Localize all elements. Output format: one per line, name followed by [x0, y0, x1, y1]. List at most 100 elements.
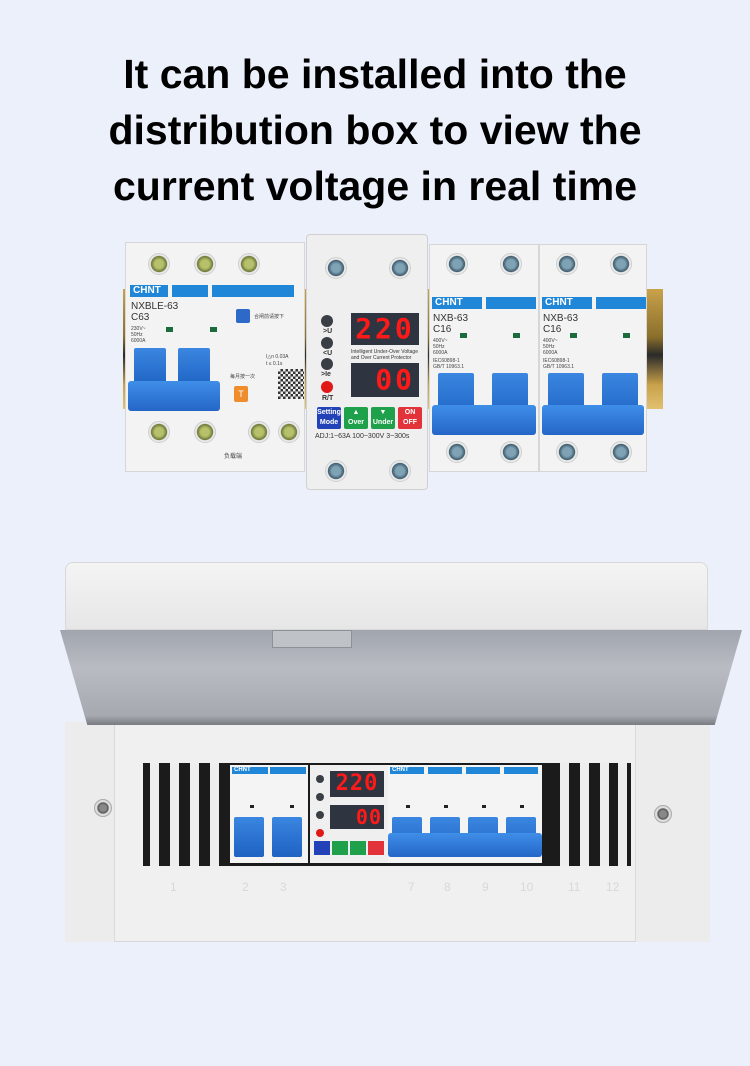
brand-label: CHNT: [390, 767, 424, 774]
installed-current-display: 00: [330, 805, 384, 829]
rcbo-breaker: CHNT NXBLE-63 C63 230V~ 50Hz 6000A 合闸前请按…: [125, 242, 305, 472]
spec-label: 400V~: [543, 338, 558, 344]
test-button[interactable]: T: [234, 386, 248, 402]
blank-cover-fin: [600, 763, 609, 866]
under-down-button[interactable]: [350, 841, 366, 855]
enclosure-side-right: [635, 722, 710, 942]
brand-stripe: [504, 767, 538, 774]
indicator-label: <U: [323, 350, 333, 357]
mounting-screw-icon: [654, 805, 672, 823]
enclosure-top: [65, 562, 708, 630]
position-number: 2: [242, 880, 249, 894]
terminal-screw-icon: [389, 460, 411, 482]
trip-time-label: t ≤ 0.1s: [266, 361, 283, 367]
terminal-screw-icon: [500, 253, 522, 275]
position-number: 10: [520, 880, 534, 894]
on-off-button[interactable]: [368, 841, 384, 855]
brand-label: CHNT: [130, 285, 168, 297]
over-up-button[interactable]: ▲ Over: [344, 407, 368, 429]
mounting-screw-icon: [94, 799, 112, 817]
position-number: 7: [408, 880, 415, 894]
indicator-icon: [316, 811, 324, 819]
terminal-screw-icon: [610, 441, 632, 463]
blank-cover-fin: [190, 763, 199, 866]
indicator-label: >U: [323, 328, 333, 335]
status-led: [406, 805, 410, 808]
model-label: NXBLE-63: [131, 301, 179, 312]
setting-mode-button[interactable]: [314, 841, 330, 855]
blank-cover-fin: [618, 763, 627, 866]
breaker-handle[interactable]: [128, 381, 220, 411]
breaker-handle[interactable]: [432, 405, 536, 435]
terminal-screw-icon: [556, 441, 578, 463]
terminal-screw-icon: [325, 257, 347, 279]
enclosure-side-left: [65, 722, 115, 942]
spec-label: 400V~: [433, 338, 448, 344]
brand-stripe: [466, 767, 500, 774]
status-led: [290, 805, 294, 808]
installed-rcbo: CHNT: [230, 765, 308, 863]
voltage-protector: >U <U >Ie R/T 220 Intelligent Under-Over…: [306, 234, 428, 490]
breaker-handle[interactable]: [388, 833, 542, 857]
rating-label: C16: [433, 324, 452, 335]
terminal-screw-icon: [446, 253, 468, 275]
brand-stripe: [212, 285, 294, 297]
installed-voltage-display: 220: [330, 771, 384, 797]
brand-stripe: [428, 767, 462, 774]
terminal-screw-icon: [194, 421, 216, 443]
transparent-lid[interactable]: [60, 630, 742, 725]
headline-line-2: distribution box to view the: [108, 107, 642, 153]
test-note: 每月按一次: [230, 374, 256, 380]
rating-label: C16: [543, 324, 562, 335]
terminal-screw-icon: [248, 421, 270, 443]
status-led: [570, 333, 577, 338]
on-off-button[interactable]: ON OFF: [398, 407, 422, 429]
standard-label: IEC60898-1: [433, 358, 460, 364]
model-label: NXB-63: [543, 313, 579, 324]
mcb-breaker-2: CHNT NXB-63 C16 400V~ 50Hz 6000A IEC6089…: [539, 244, 647, 472]
brand-label: CHNT: [542, 297, 592, 309]
spec-label: 50Hz: [543, 344, 555, 350]
protector-description-2: and Over Current Protector: [351, 355, 412, 361]
spec-label: 6000A: [131, 338, 146, 344]
status-led: [210, 327, 217, 332]
terminal-screw-icon: [610, 253, 632, 275]
setting-mode-button[interactable]: Setting Mode: [317, 407, 341, 429]
toggle-switch[interactable]: [234, 817, 264, 857]
lid-latch[interactable]: [272, 630, 352, 648]
position-number: 1: [170, 880, 177, 894]
model-label: NXB-63: [433, 313, 469, 324]
breaker-handle[interactable]: [542, 405, 644, 435]
position-number: 9: [482, 880, 489, 894]
standard-label: IEC60898-1: [543, 358, 570, 364]
terminal-screw-icon: [500, 441, 522, 463]
toggle-switch[interactable]: [272, 817, 302, 857]
under-voltage-indicator-icon: [321, 337, 333, 349]
headline-line-1: It can be installed into the: [123, 51, 627, 97]
position-number: 12: [606, 880, 620, 894]
terminal-screw-icon: [446, 441, 468, 463]
blank-cover-fin: [170, 763, 179, 866]
over-current-indicator-icon: [321, 358, 333, 370]
qr-code: [278, 369, 304, 399]
spec-label: 6000A: [433, 350, 448, 356]
adjustment-range-label: ADJ:1~63A 100~300V 3~300s: [315, 433, 410, 440]
position-number: 8: [444, 880, 451, 894]
status-led: [520, 805, 524, 808]
status-led: [460, 333, 467, 338]
standard-label: GB/T 10963.1: [543, 364, 575, 370]
terminal-screw-icon: [238, 253, 260, 275]
reset-button[interactable]: [236, 309, 250, 323]
under-down-button[interactable]: ▼ Under: [371, 407, 395, 429]
installed-mcbs: CHNT: [388, 765, 542, 863]
over-up-button[interactable]: [332, 841, 348, 855]
brand-label: CHNT: [232, 767, 268, 774]
headline: It can be installed into the distributio…: [0, 46, 750, 214]
position-number: 3: [280, 880, 287, 894]
terminal-screw-icon: [556, 253, 578, 275]
run-trip-indicator-icon: [321, 381, 333, 393]
status-led: [623, 333, 630, 338]
installed-protector: 220 00: [310, 765, 388, 863]
load-side-label: 负载端: [224, 454, 243, 460]
run-trip-indicator-icon: [316, 829, 324, 837]
